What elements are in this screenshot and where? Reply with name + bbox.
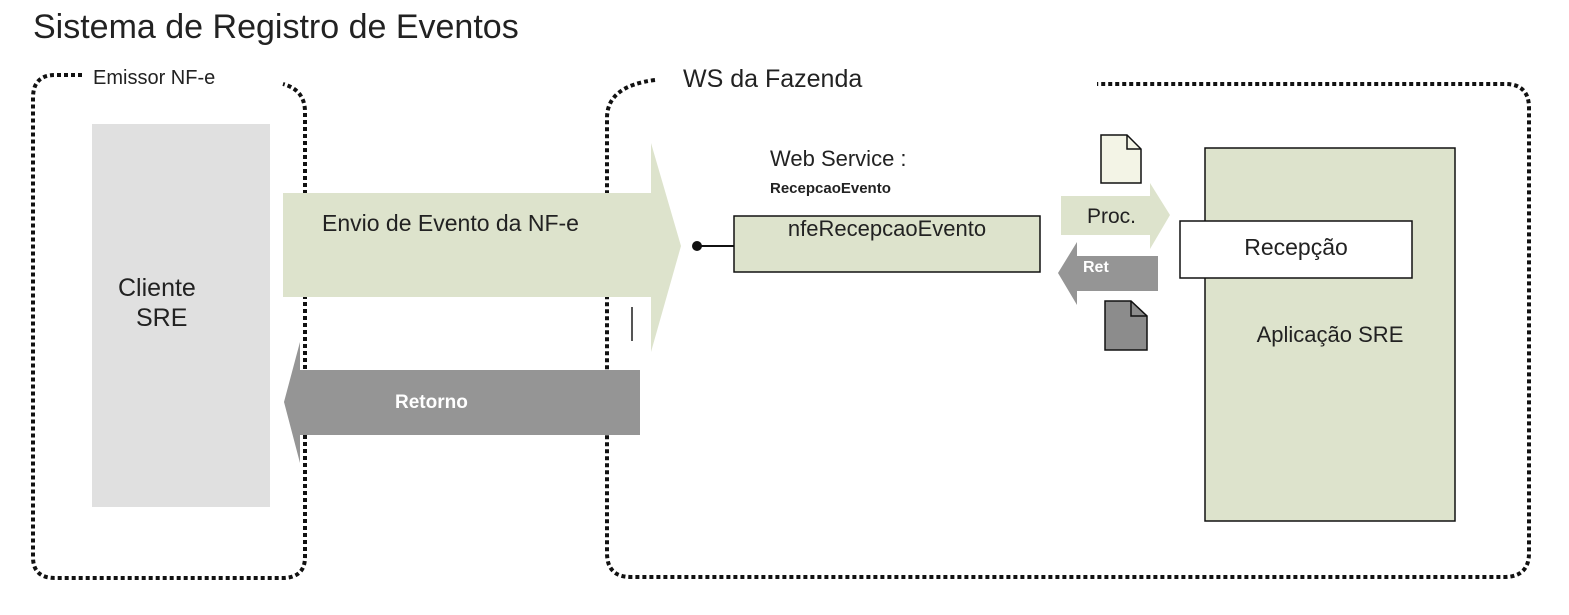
app-label: Aplicação SRE bbox=[1256, 322, 1404, 347]
web-service-name: RecepcaoEvento bbox=[770, 180, 891, 197]
fazenda-label: WS da Fazenda bbox=[683, 65, 863, 93]
proc-label: Proc. bbox=[1087, 205, 1137, 228]
retorno-label: Retorno bbox=[395, 392, 468, 413]
page-title: Sistema de Registro de Eventos bbox=[33, 8, 519, 46]
proc-arrow bbox=[1061, 183, 1170, 249]
recepcao-box bbox=[1179, 220, 1413, 279]
operation-label: nfeRecepcaoEvento bbox=[787, 216, 987, 241]
emissor-label: Emissor NF-e bbox=[93, 67, 216, 89]
proc-document-icon bbox=[1100, 134, 1142, 184]
client-label-line2: SRE bbox=[136, 304, 188, 332]
ret-label: Ret bbox=[1083, 259, 1109, 276]
client-box bbox=[92, 124, 270, 507]
app-box bbox=[1204, 147, 1456, 522]
web-service-label: Web Service : bbox=[770, 146, 907, 171]
envio-arrow bbox=[283, 143, 681, 352]
retorno-arrow bbox=[284, 342, 640, 463]
envio-label: Envio de Evento da NF-e bbox=[322, 210, 579, 236]
ret-arrow bbox=[1058, 242, 1158, 305]
client-label: Cliente SRE bbox=[92, 273, 270, 333]
client-label-line1: Cliente bbox=[118, 274, 196, 302]
fazenda-container bbox=[605, 78, 1531, 579]
ret-document-icon bbox=[1104, 300, 1148, 351]
operation-box bbox=[733, 215, 1041, 273]
recepcao-label: Recepção bbox=[1244, 234, 1348, 260]
emissor-container bbox=[31, 73, 307, 580]
